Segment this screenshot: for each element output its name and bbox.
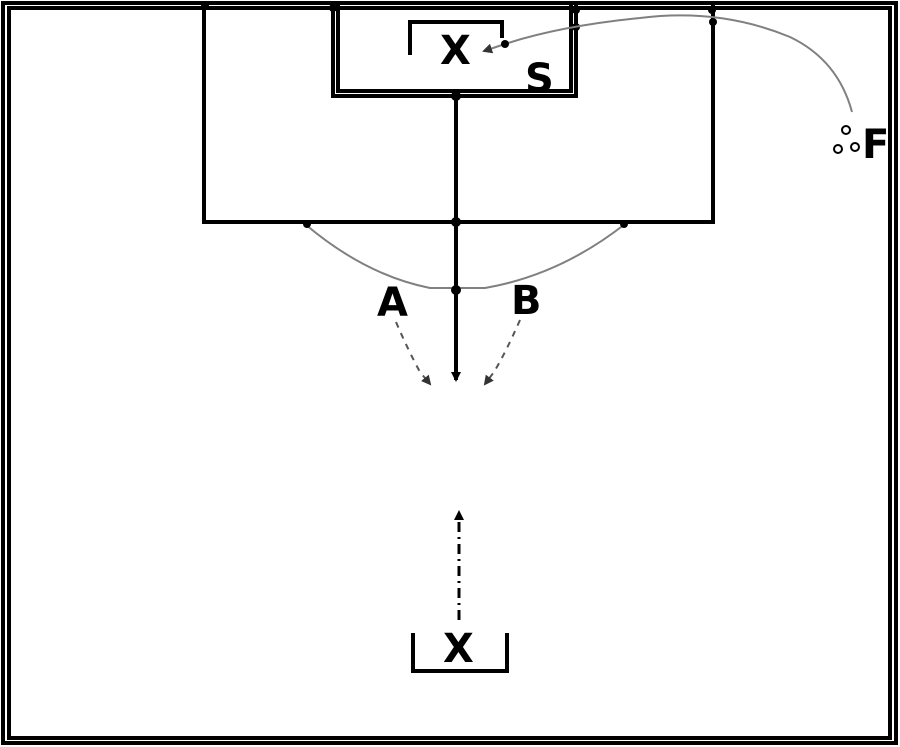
label-f: F — [862, 122, 889, 168]
label-a: A — [377, 280, 408, 326]
bottom-player-bracket — [411, 633, 509, 673]
node-goal-box-center — [451, 91, 461, 101]
node-arc-center — [451, 285, 461, 295]
label-x-top: X — [440, 28, 471, 74]
node-box-right-top — [572, 6, 580, 14]
node-goal-right — [708, 6, 716, 14]
label-x-bottom: X — [443, 626, 474, 672]
cross-path — [482, 14, 853, 113]
run-b-path — [483, 319, 521, 386]
node-box-left-top — [329, 4, 337, 12]
court-inner-boundary — [7, 6, 892, 740]
label-b: B — [511, 278, 542, 324]
run-a-path — [395, 321, 432, 386]
node-cross-start — [501, 40, 509, 48]
node-box-right-far — [709, 18, 717, 26]
goalkeeper-bracket — [408, 20, 504, 55]
node-arc-right — [620, 220, 628, 228]
node-box-center — [451, 217, 461, 227]
label-s: S — [525, 56, 554, 102]
penalty-arc — [304, 223, 626, 289]
node-arc-left — [303, 220, 311, 228]
ball-icon — [833, 125, 860, 154]
goal-box-inner-edge — [336, 5, 573, 93]
node-goal-left — [201, 1, 209, 9]
